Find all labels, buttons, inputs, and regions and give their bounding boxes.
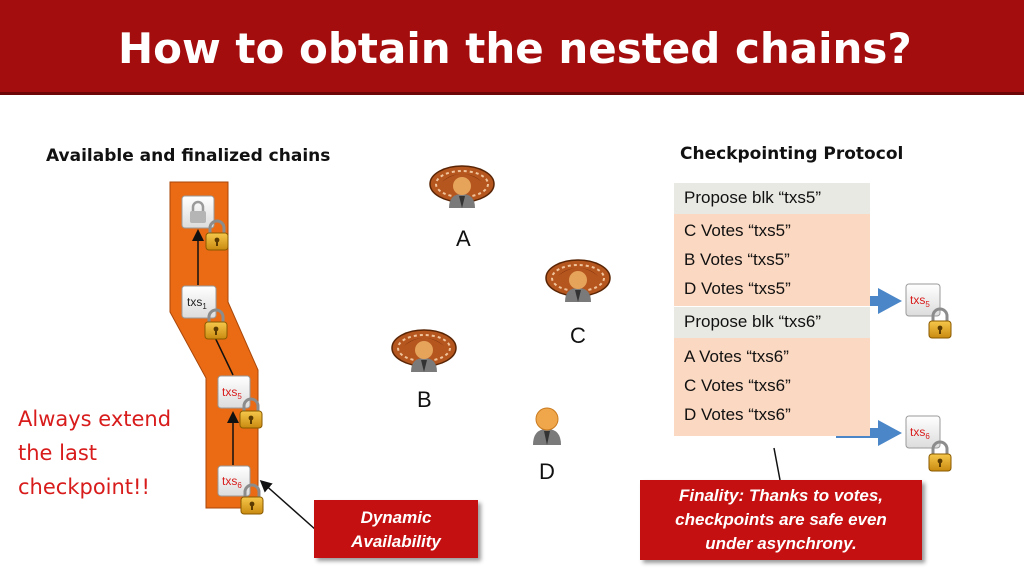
vote-row: D Votes “txs6” [684,405,791,424]
node-label-c: C [570,323,586,348]
available-chains-heading: Available and finalized chains [46,146,331,166]
svg-text:txs6: txs6 [222,474,242,490]
callout-line: Availability [351,532,441,551]
hacker-icon [391,329,457,373]
chain-block-txs6: txs6 [217,465,251,497]
finality-callout: Finality: Thanks to votes, checkpoints a… [640,480,922,560]
vote-row: C Votes “txs5” [684,221,791,240]
block-label: txs [222,474,237,488]
slide-title: How to obtain the nested chains? [118,24,912,73]
vote-row: A Votes “txs6” [684,347,789,366]
node-label-b: B [417,387,432,412]
block-label: txs [910,293,925,307]
node-label-a: A [456,226,471,251]
lock-icon [190,200,206,223]
extend-checkpoint-note: Always extend the last checkpoint!! [18,402,171,504]
note-line: Always extend [18,407,172,431]
callout-line: under asynchrony. [705,534,857,553]
checkpointing-heading: Checkpointing Protocol [680,144,904,164]
genesis-block [181,195,215,229]
title-bar: How to obtain the nested chains? [0,0,1024,95]
propose-row-txs5: Propose blk “txs5” [674,183,870,214]
person-icon [532,407,562,446]
svg-text:txs5: txs5 [910,293,930,309]
vote-row: D Votes “txs5” [684,279,791,298]
checkpoint-block-txs5: txs5 [905,283,941,317]
block-label: txs [910,425,925,439]
propose-row-txs6: Propose blk “txs6” [674,307,870,338]
vote-row: C Votes “txs6” [684,376,791,395]
hacker-icon [545,259,611,303]
callout-line: Finality: Thanks to votes, [678,486,884,505]
chain-block-txs5: txs5 [217,375,251,409]
callout-line: checkpoints are safe even [675,510,887,529]
callout-pointer [259,480,317,531]
dynamic-availability-callout: Dynamic Availability [314,500,478,558]
callout-line: Dynamic [360,508,432,527]
note-line: the last [18,441,98,465]
hacker-icon [429,165,495,209]
node-label-d: D [539,459,555,484]
block-label: txs [187,295,202,309]
svg-text:txs6: txs6 [910,425,930,441]
svg-text:txs1: txs1 [187,295,207,311]
block-label: txs [222,385,237,399]
checkpoint-block-txs6: txs6 [905,415,941,449]
note-line: checkpoint!! [18,475,150,499]
vote-row: B Votes “txs5” [684,250,790,269]
block-subscript: 5 [925,300,930,309]
block-subscript: 5 [237,392,242,401]
votes-box-txs5: C Votes “txs5” B Votes “txs5” D Votes “t… [674,214,870,306]
chain-block-txs1: txs1 [181,285,217,319]
svg-text:txs5: txs5 [222,385,242,401]
block-subscript: 6 [237,481,242,490]
callout-pointer [773,447,781,481]
chain-band [169,181,259,509]
block-subscript: 6 [925,432,930,441]
block-subscript: 1 [202,302,207,311]
votes-box-txs6: A Votes “txs6” C Votes “txs6” D Votes “t… [674,338,870,436]
